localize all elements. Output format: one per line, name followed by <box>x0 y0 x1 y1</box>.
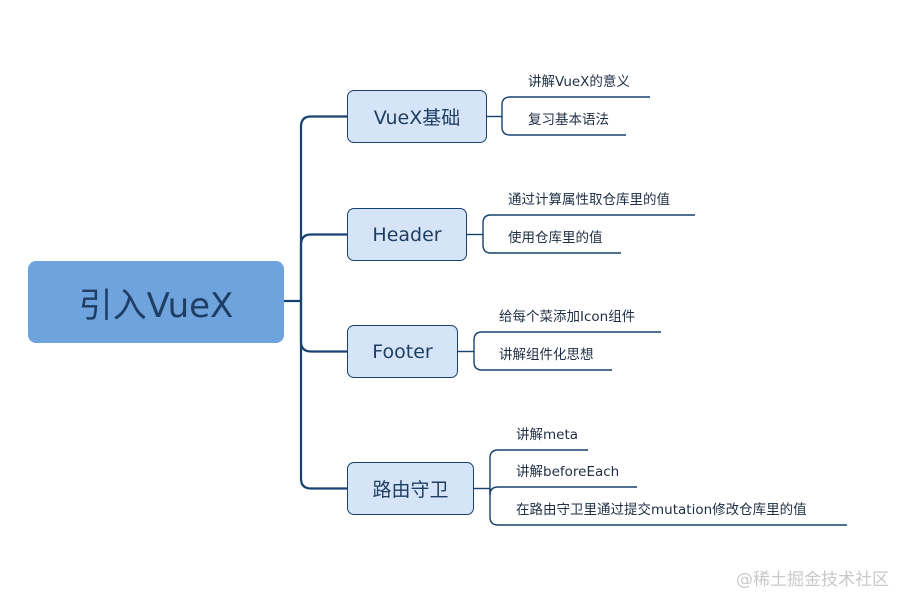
leaf-link-line <box>501 116 626 136</box>
leaf-node[interactable]: 讲解beforeEach <box>516 464 620 480</box>
branch-node-footer[interactable]: Footer <box>347 325 458 378</box>
leaf-link-line <box>482 234 621 254</box>
leaf-node[interactable]: 通过计算属性取仓库里的值 <box>508 192 670 208</box>
leaf-link-line <box>482 214 695 235</box>
leaf-node[interactable]: 使用仓库里的值 <box>508 230 603 246</box>
leaf-link-line <box>489 488 847 526</box>
branch-label: Header <box>372 223 442 246</box>
leaf-link-line <box>473 351 612 371</box>
trunk-line <box>299 301 347 353</box>
root-label: 引入VueX <box>78 285 234 326</box>
branch-node-route-guard[interactable]: 路由守卫 <box>347 462 474 515</box>
branch-label: Footer <box>372 340 433 363</box>
leaf-link-line <box>489 449 588 489</box>
leaf-node[interactable]: 在路由守卫里通过提交mutation修改仓库里的值 <box>516 502 807 518</box>
trunk-line <box>299 233 347 301</box>
branch-node-header[interactable]: Header <box>347 208 467 261</box>
trunk-line <box>299 115 347 301</box>
leaf-link-line <box>501 96 650 117</box>
leaf-node[interactable]: 讲解meta <box>516 427 579 443</box>
leaf-link-line <box>489 486 637 496</box>
branch-label: 路由守卫 <box>372 479 449 501</box>
branch-label: VueX基础 <box>373 107 461 129</box>
leaf-node[interactable]: 讲解VueX的意义 <box>528 74 630 90</box>
watermark: @稀土掘金技术社区 <box>736 570 889 590</box>
branch-node-vuex-basics[interactable]: VueX基础 <box>347 90 487 143</box>
trunk-line <box>299 301 347 490</box>
leaf-link-line <box>473 331 661 352</box>
leaf-node[interactable]: 讲解组件化思想 <box>499 347 594 363</box>
leaf-node[interactable]: 给每个菜添加Icon组件 <box>499 309 636 325</box>
root-node[interactable]: 引入VueX <box>28 261 284 343</box>
leaf-node[interactable]: 复习基本语法 <box>528 112 609 128</box>
